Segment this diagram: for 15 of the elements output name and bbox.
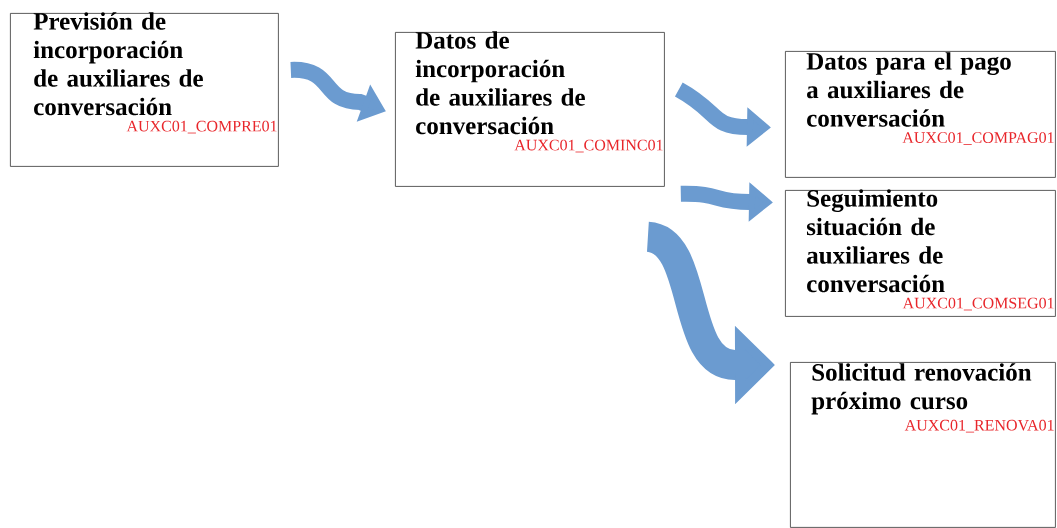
- process-box: [785, 189, 1056, 317]
- code-label: AUXC01_COMPRE01: [126, 120, 277, 134]
- code-label: AUXC01_RENOVA01: [904, 419, 1054, 433]
- box-title: Previsión de incorporación de auxiliares de conversación: [33, 12, 203, 116]
- code-label: AUXC01_COMINC01: [514, 139, 663, 153]
- code-label: AUXC01_COMSEG01: [902, 297, 1054, 311]
- code-label: AUXC01_COMPAG01: [902, 132, 1054, 145]
- process-box: [395, 31, 665, 187]
- process-box: [10, 12, 279, 167]
- box-title: Datos de incorporación de auxiliares de conversación: [415, 31, 585, 135]
- process-box: [785, 51, 1056, 178]
- box-title: Datos para el pago a auxiliares de conversación: [806, 52, 1011, 127]
- box-title: Solicitud renovación próximo curso: [811, 363, 1032, 415]
- box-title: Seguimiento situación de auxiliares de conversación: [806, 189, 945, 293]
- process-box: [790, 362, 1056, 528]
